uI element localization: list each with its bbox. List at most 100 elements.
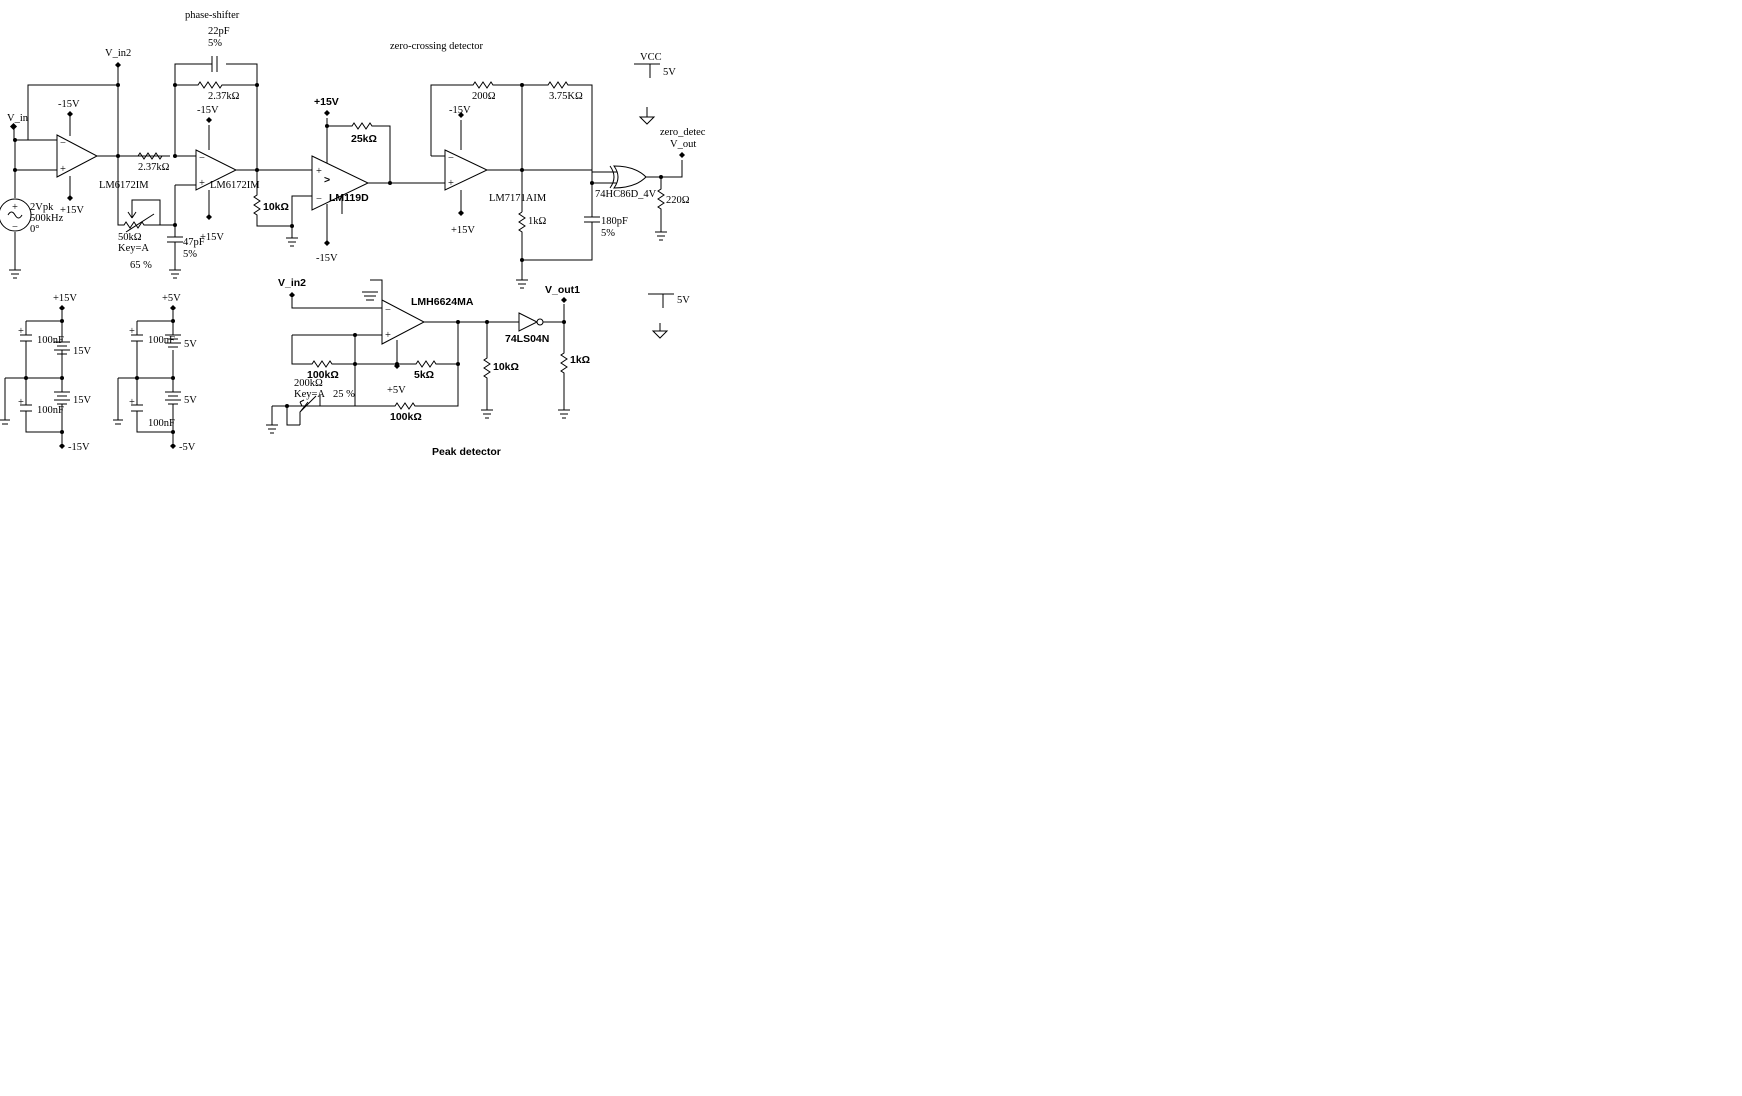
- v-out-label: V_out: [670, 139, 696, 150]
- u2-neg-supply: -15V: [197, 105, 219, 116]
- r5-value: 200Ω: [472, 91, 496, 102]
- v-in2-probe: [115, 62, 121, 68]
- r4-value: 25kΩ: [351, 133, 377, 145]
- u2-part-name: LM6172IM: [210, 180, 260, 191]
- v-out1-label: V_out1: [545, 284, 580, 296]
- v-in-label: V_in: [7, 113, 29, 124]
- inverter-74ls04n: [518, 297, 570, 419]
- comparator-symbol: >: [324, 174, 330, 186]
- u3-neg-supply: -15V: [449, 105, 471, 116]
- supply-a-batt1: 15V: [73, 346, 92, 357]
- svg-text:−: −: [60, 138, 66, 149]
- peak-detector-circuit: − +: [266, 279, 519, 434]
- peak-opamp-name: LMH6624MA: [411, 296, 474, 308]
- u1-neg-supply: -15V: [58, 99, 80, 110]
- source-amplitude: 2Vpk: [30, 202, 54, 213]
- opamp-u1: − +: [27, 84, 170, 201]
- peak-pot-key: Key=A: [294, 389, 325, 400]
- zero-detect-label: zero_detec: [660, 127, 706, 138]
- r1-value: 2.37kΩ: [138, 162, 170, 173]
- supply-15v: + +: [0, 305, 70, 449]
- potentiometer-50k: [117, 156, 175, 233]
- supply-a-top: +15V: [53, 293, 77, 304]
- peak-supply: +5V: [387, 385, 406, 396]
- svg-text:+: +: [12, 202, 18, 213]
- svg-text:+: +: [60, 164, 66, 175]
- svg-text:−: −: [385, 305, 391, 316]
- c3-value: 180pF: [601, 216, 628, 227]
- svg-text:+: +: [199, 178, 205, 189]
- opamp-u3: − +: [430, 81, 594, 216]
- svg-text:−: −: [316, 194, 322, 205]
- svg-text:+: +: [18, 397, 24, 408]
- r8-value: 220Ω: [666, 195, 690, 206]
- phase-shifter-title: phase-shifter: [185, 10, 240, 21]
- peak-r4-value: 10kΩ: [493, 361, 519, 373]
- svg-text:+: +: [448, 178, 454, 189]
- u3-pos-supply: +15V: [451, 225, 475, 236]
- svg-text:+: +: [18, 326, 24, 337]
- supply-a-batt2: 15V: [73, 395, 92, 406]
- u2-pos-supply: +15V: [200, 232, 224, 243]
- u1-part-name: LM6172IM: [99, 180, 149, 191]
- svg-text:+: +: [129, 397, 135, 408]
- pot1-percent: 65 %: [130, 260, 152, 271]
- supply-b-cap1: 100nF: [148, 335, 175, 346]
- c1-tolerance: 5%: [183, 249, 197, 260]
- phase-shifter-feedback: [173, 56, 259, 170]
- peak-detector-title: Peak detector: [432, 446, 501, 458]
- c2-value: 22pF: [208, 26, 230, 37]
- r3-value: 10kΩ: [263, 201, 289, 213]
- peak-r1-value: 100kΩ: [307, 369, 339, 381]
- supply-a-cap1: 100nF: [37, 335, 64, 346]
- resistor-10k: [253, 168, 312, 247]
- peak-r2-value: 5kΩ: [414, 369, 434, 381]
- source-frequency: 500kHz: [30, 213, 64, 224]
- pot1-value: 50kΩ: [118, 232, 142, 243]
- ac-source-section: + −: [0, 122, 57, 279]
- comparator-lm119d: + −: [311, 110, 445, 246]
- svg-text:−: −: [199, 153, 205, 164]
- inverter-part-name: 74LS04N: [505, 333, 549, 345]
- source-phase: 0°: [30, 224, 39, 235]
- peak-pot-value: 200kΩ: [294, 378, 323, 389]
- supply-b-batt1: 5V: [184, 339, 197, 350]
- u1-pos-supply: +15V: [60, 205, 84, 216]
- supply-b-batt2: 5V: [184, 395, 197, 406]
- c3-tolerance: 5%: [601, 228, 615, 239]
- svg-text:−: −: [12, 222, 18, 233]
- opamp-u2: − +: [175, 117, 312, 220]
- svg-text:+: +: [129, 326, 135, 337]
- r6-value: 3.75KΩ: [549, 91, 583, 102]
- c1-value: 47pF: [183, 237, 205, 248]
- peak-r5-value: 1kΩ: [570, 354, 590, 366]
- aux-5v-symbol: [648, 293, 674, 339]
- comp-part-name: LM119D: [329, 192, 369, 204]
- capacitor-47pf: [167, 185, 183, 279]
- supply-b-cap2: 100nF: [148, 418, 175, 429]
- v-in2-peak-label: V_in2: [278, 277, 306, 289]
- svg-text:−: −: [448, 153, 454, 164]
- xor-gate-74hc86d: [592, 152, 685, 241]
- vcc-value: 5V: [663, 67, 676, 78]
- aux-5v-label: 5V: [677, 295, 690, 306]
- supply-b-top: +5V: [162, 293, 181, 304]
- c2-tolerance: 5%: [208, 38, 222, 49]
- pot1-key: Key=A: [118, 243, 149, 254]
- vcc-label: VCC: [640, 52, 662, 63]
- comp-pos-supply: +15V: [314, 96, 339, 108]
- supply-a-bottom: -15V: [68, 442, 90, 453]
- r7-value: 1kΩ: [528, 216, 547, 227]
- svg-text:+: +: [385, 330, 391, 341]
- peak-pot-percent: 25 %: [333, 389, 355, 400]
- v-in2-label: V_in2: [105, 48, 131, 59]
- supply-a-cap2: 100nF: [37, 405, 64, 416]
- r2-value: 2.37kΩ: [208, 91, 240, 102]
- zero-crossing-title: zero-crossing detector: [390, 41, 484, 52]
- peak-r3-value: 100kΩ: [390, 411, 422, 423]
- resistor-1k-and-cap-180pf: [516, 183, 600, 289]
- xor-part-name: 74HC86D_4V: [595, 189, 657, 200]
- resistor-r1: [137, 152, 163, 160]
